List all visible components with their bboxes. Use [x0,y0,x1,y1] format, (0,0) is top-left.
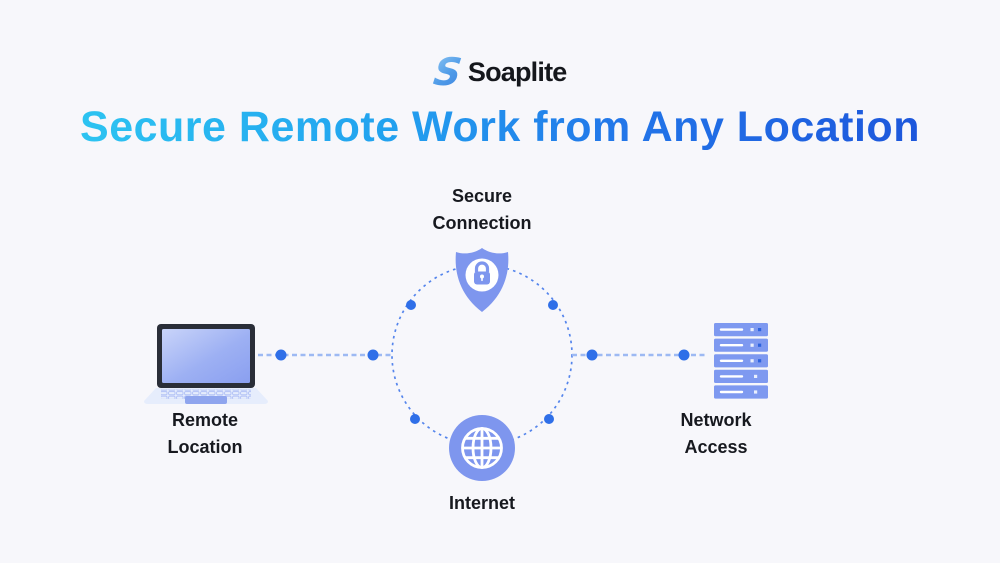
label-line: Secure [451,186,513,206]
label-line: Location [167,437,243,457]
server-icon [714,323,768,399]
shield-lock-icon [455,248,509,312]
label-line: Access [684,437,748,457]
circle-node-dot [548,300,558,310]
globe-icon [449,415,515,481]
page-title: Secure Remote Work from Any Location [0,103,1000,152]
label-line: Internet [448,493,515,513]
header-logo: S Soaplite [0,50,1000,94]
label-internet: Internet [382,490,582,517]
connector-dot [586,349,598,361]
label-secure-connection: Secure Connection [382,183,582,237]
label-line: Connection [432,213,532,233]
label-network-access: Network Access [616,407,816,461]
label-line: Network [680,410,752,430]
connector-dot [678,349,690,361]
brand-name: Soaplite [467,56,567,87]
connector-dot [367,349,379,361]
circle-node-dot [406,300,416,310]
label-line: Remote [171,410,238,430]
circle-node-dot [410,414,420,424]
label-remote-location: Remote Location [105,407,305,461]
connector-dot [275,349,287,361]
circle-node-dot [544,414,554,424]
laptop-icon [144,324,268,404]
